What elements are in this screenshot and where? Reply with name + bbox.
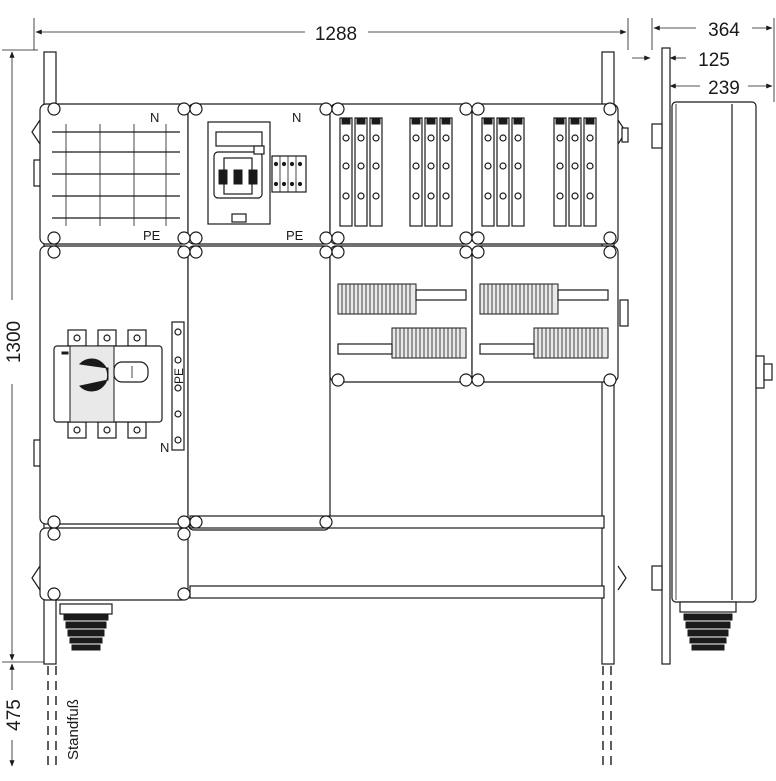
module-bottom (39, 527, 189, 601)
side-view (651, 47, 773, 665)
side-rail (661, 47, 671, 665)
pe-label-3: PE (172, 368, 186, 384)
front-view: Standfuß N PE (31, 51, 629, 770)
mounting-points (47, 102, 617, 601)
foot-label: Standfuß (65, 699, 82, 760)
depth-front-label: 125 (698, 50, 730, 71)
dimension-height: 1300 (2, 49, 52, 663)
n-label-3: N (160, 440, 169, 455)
n-label-1: N (150, 110, 159, 125)
pe-label-1: PE (143, 228, 161, 243)
foot-dimension-label: 475 (4, 699, 25, 731)
terminal-blocks (337, 283, 609, 359)
width-label: 1288 (315, 24, 357, 45)
fuse-bases (339, 117, 597, 227)
cable-gland-icon (59, 603, 113, 651)
side-enclosure (671, 101, 757, 603)
n-label-2: N (292, 110, 301, 125)
overvoltage-protector (271, 155, 307, 193)
pe-label-2: PE (286, 228, 304, 243)
main-load-break-switch (53, 329, 163, 439)
switch-handle-icon (78, 358, 109, 392)
side-cable-gland-icon (679, 601, 737, 651)
depth-total-label: 364 (708, 20, 740, 41)
n-pe-terminal-bar (171, 321, 185, 451)
module-blank (187, 245, 331, 531)
depth-body-label: 239 (708, 78, 740, 99)
busbars (52, 124, 180, 226)
dimension-foot: 475 (4, 663, 25, 767)
dimension-width: 1288 (33, 18, 629, 50)
dimension-depth: 364 125 239 (632, 18, 775, 102)
height-label: 1300 (4, 321, 25, 363)
